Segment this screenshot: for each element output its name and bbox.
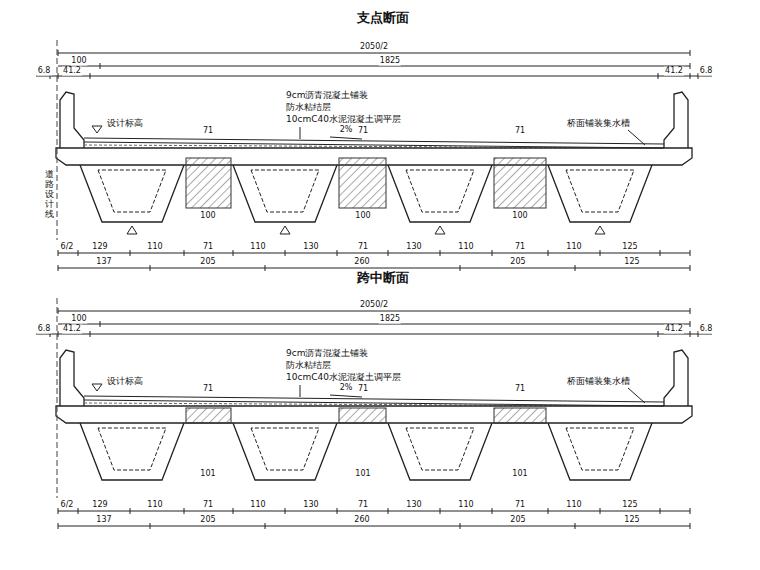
dimension: 260 [353, 258, 370, 267]
dimension: 71 [357, 127, 369, 136]
dimension: 100 [354, 212, 371, 221]
dimension: 110 [249, 243, 266, 252]
dimension: 71 [514, 501, 526, 510]
centerline-note: 道路设计线 [45, 170, 54, 219]
dimension: 110 [146, 501, 163, 510]
bearing-symbol [127, 226, 605, 234]
dimension: 110 [457, 243, 474, 252]
dimension: 125 [623, 258, 640, 267]
dimension: 41.2 [664, 325, 684, 334]
dimension: 205 [509, 258, 526, 267]
dimension: 125 [623, 516, 640, 525]
section-title: 跨中断面 [356, 271, 410, 285]
dimension: 2050/2 [359, 301, 389, 310]
dimension: 130 [405, 243, 422, 252]
layer-note: 10cmC40水泥混凝土调平层 [285, 373, 402, 383]
dimension: 110 [457, 501, 474, 510]
dimension: 129 [91, 243, 108, 252]
dimension: 205 [509, 516, 526, 525]
dimension: 137 [95, 258, 112, 267]
dimension: 71 [202, 385, 214, 394]
wet-joint-hatch [186, 408, 546, 423]
dimension: 71 [514, 243, 526, 252]
dimension: 260 [353, 516, 370, 525]
dimension: 205 [199, 258, 216, 267]
slope-label: 2% [339, 384, 354, 393]
dimension: 6.8 [699, 325, 714, 334]
dimension: 110 [249, 501, 266, 510]
dimension: 1825 [379, 315, 401, 324]
dimension: 130 [302, 501, 319, 510]
dimension: 71 [357, 385, 369, 394]
dimension: 6.8 [37, 67, 52, 76]
section-title: 支点断面 [356, 11, 410, 25]
dimension: 100 [70, 315, 87, 324]
dimension: 71 [357, 501, 369, 510]
dimension: 110 [565, 501, 582, 510]
dimension: 101 [199, 470, 216, 479]
dimension: 125 [621, 243, 638, 252]
elevation-note: 设计标高 [106, 119, 144, 129]
dimension: 71 [202, 243, 214, 252]
dimension: 100 [70, 57, 87, 66]
dimension: 6.8 [699, 67, 714, 76]
dimension: 71 [357, 243, 369, 252]
drain-note: 桥面铺装集水槽 [566, 119, 631, 129]
drain-note: 桥面铺装集水槽 [566, 377, 631, 387]
dimension: 71 [202, 501, 214, 510]
layer-note: 防水粘结层 [285, 361, 332, 371]
dimension: 6/2 [60, 501, 75, 510]
dimension: 41.2 [62, 67, 82, 76]
dimension: 41.2 [664, 67, 684, 76]
dimension: 101 [354, 470, 371, 479]
dimension: 125 [621, 501, 638, 510]
dimension: 41.2 [62, 325, 82, 334]
midspan-section [36, 298, 712, 529]
dimension: 100 [199, 212, 216, 221]
dimension: 71 [202, 127, 214, 136]
layer-note: 10cmC40水泥混凝土调平层 [285, 115, 402, 125]
slope-label: 2% [339, 126, 354, 135]
dimension: 71 [514, 385, 526, 394]
dimension: 71 [514, 127, 526, 136]
dimension: 110 [146, 243, 163, 252]
layer-note: 防水粘结层 [285, 103, 332, 113]
dimension: 2050/2 [359, 43, 389, 52]
layer-note: 9cm沥青混凝土铺装 [285, 91, 369, 101]
dimension: 100 [511, 212, 528, 221]
support-section [36, 40, 712, 271]
dimension: 130 [405, 501, 422, 510]
wet-joint-hatch [186, 158, 546, 208]
dimension: 1825 [379, 57, 401, 66]
dimension: 205 [199, 516, 216, 525]
dimension: 101 [511, 470, 528, 479]
dimension: 6/2 [60, 243, 75, 252]
dimension: 137 [95, 516, 112, 525]
elevation-note: 设计标高 [106, 377, 144, 387]
dimension: 110 [565, 243, 582, 252]
dimension: 130 [302, 243, 319, 252]
dimension: 6.8 [37, 325, 52, 334]
layer-note: 9cm沥青混凝土铺装 [285, 349, 369, 359]
dimension: 129 [91, 501, 108, 510]
